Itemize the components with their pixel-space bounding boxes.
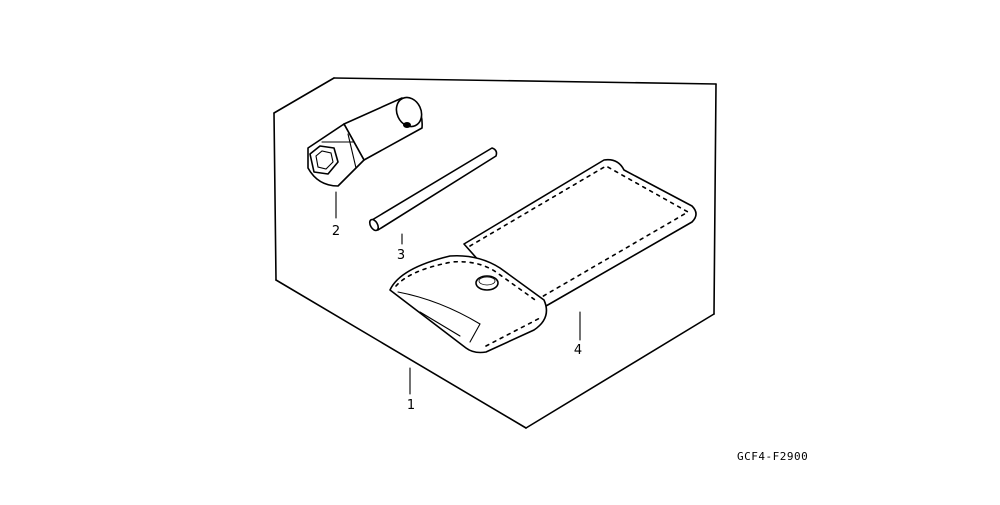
part-ref-3: 3 xyxy=(397,248,405,263)
spark-plug-wrench-drawing xyxy=(307,96,423,187)
handle-bar-drawing xyxy=(368,147,498,232)
part-ref-2: 2 xyxy=(332,224,340,239)
tool-pouch-drawing xyxy=(389,158,697,354)
part-ref-4: 4 xyxy=(574,343,582,358)
drawing-code: GCF4-F2900 xyxy=(737,450,808,463)
leader-lines xyxy=(335,191,581,395)
part-ref-1: 1 xyxy=(407,398,415,413)
kit-outline xyxy=(273,77,717,429)
